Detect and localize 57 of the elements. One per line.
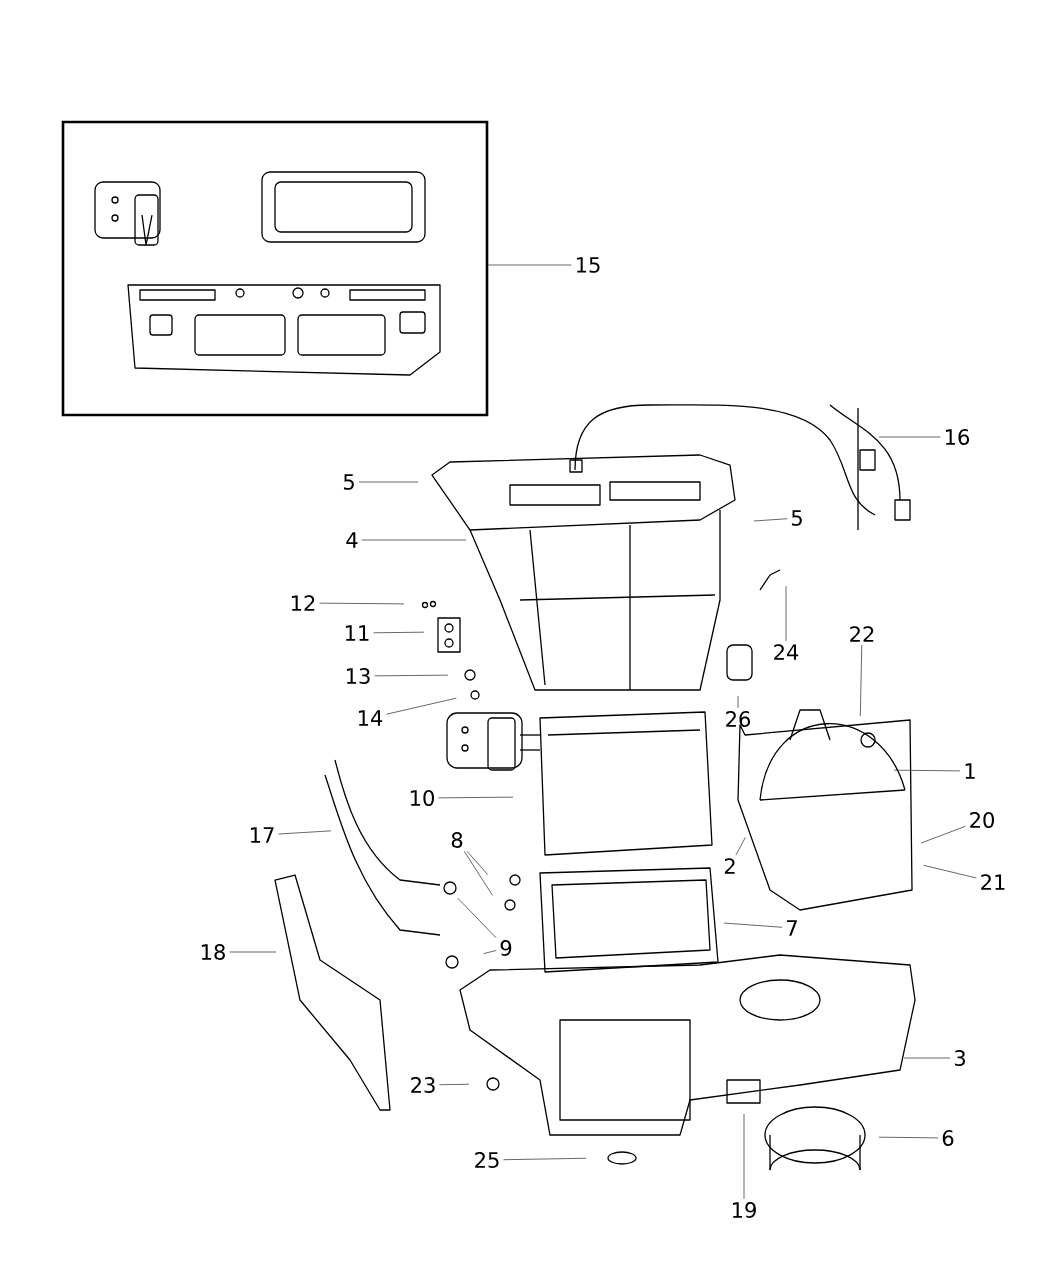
leader-line	[463, 850, 493, 896]
callout-number: 3	[954, 1050, 965, 1066]
leader-line	[319, 602, 405, 605]
leader-line	[373, 631, 425, 634]
callout-number: 4	[346, 532, 358, 548]
callout-number: 5	[791, 510, 802, 526]
callout-number: 10	[410, 790, 434, 806]
leader-line	[723, 922, 783, 928]
leader-line	[229, 951, 277, 953]
callout-number: 21	[981, 874, 1005, 890]
leader-line	[737, 695, 739, 709]
leader-line	[878, 1136, 939, 1139]
callout-number: 26	[726, 711, 751, 727]
callout-number: 5	[343, 474, 354, 490]
leader-line	[785, 585, 787, 642]
leader-line	[374, 674, 449, 677]
leader-line	[903, 1057, 951, 1059]
callout-number: 16	[945, 429, 970, 445]
leader-line	[358, 481, 419, 483]
leader-line	[878, 436, 941, 438]
leader-line	[503, 1157, 587, 1160]
callout-number: 13	[346, 668, 370, 684]
leader-line	[488, 264, 572, 266]
callout-number: 18	[201, 944, 225, 960]
callout-number: 2	[724, 858, 735, 874]
inset-frame	[61, 120, 489, 417]
leader-line	[920, 825, 966, 844]
callout-number: 15	[576, 257, 600, 273]
leader-line	[893, 769, 961, 772]
callout-number: 12	[291, 595, 315, 611]
callout-number: 19	[732, 1202, 756, 1218]
callout-number: 14	[358, 710, 383, 726]
leader-line	[439, 1083, 470, 1086]
callout-number: 17	[250, 827, 274, 843]
leader-line	[753, 518, 788, 522]
callout-number: 9	[500, 940, 512, 956]
callout-number: 7	[787, 920, 797, 936]
leader-line	[466, 850, 488, 875]
leader-line	[386, 697, 457, 715]
callout-number: 22	[850, 626, 874, 642]
callout-number: 8	[451, 832, 463, 848]
leader-line	[361, 539, 467, 541]
callout-number: 1	[965, 763, 975, 779]
leader-line	[860, 644, 863, 717]
callout-number: 23	[411, 1077, 435, 1093]
leader-line	[923, 865, 977, 879]
callout-number: 20	[970, 812, 994, 828]
callout-number: 6	[942, 1130, 954, 1146]
leader-line	[483, 950, 497, 954]
leader-line	[457, 897, 497, 939]
leader-line	[735, 837, 746, 856]
leader-line	[278, 830, 332, 835]
callout-number: 25	[475, 1152, 499, 1168]
leader-line	[438, 796, 514, 799]
callout-number: 24	[774, 644, 799, 660]
callout-number: 11	[345, 625, 369, 641]
leader-line	[743, 1113, 745, 1200]
